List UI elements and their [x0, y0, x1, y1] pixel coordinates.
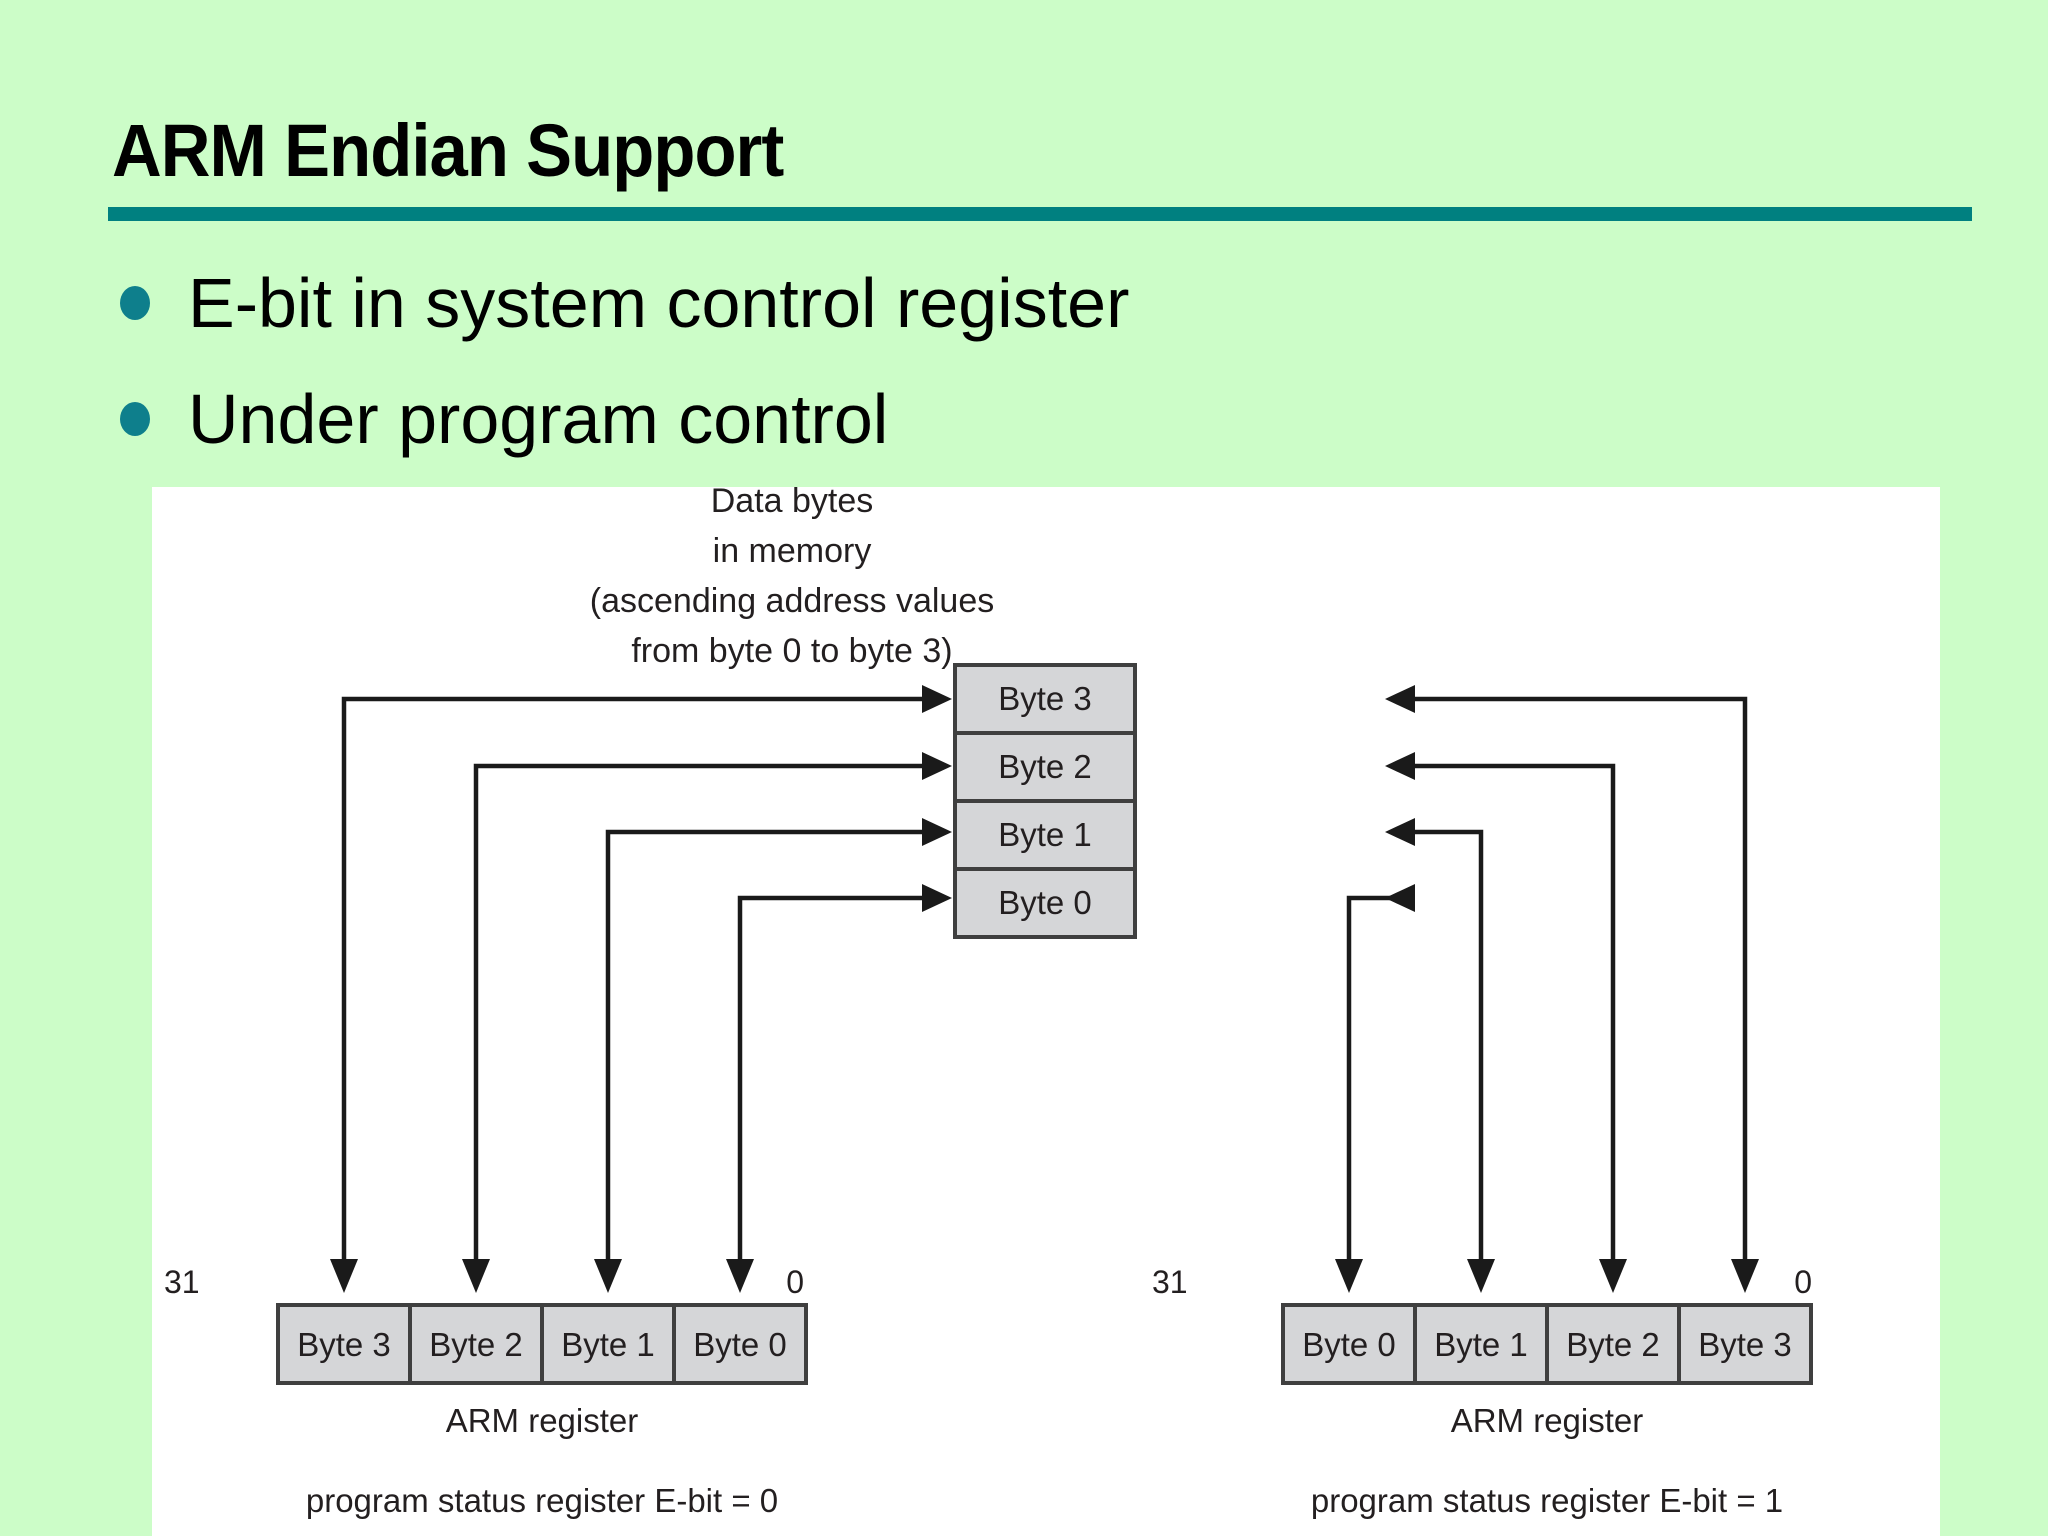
wire-left-byte2 [462, 752, 952, 1293]
left-register-cell-3-label: Byte 0 [693, 1326, 787, 1363]
left-register-caption: ARM register [446, 1402, 639, 1439]
right-register-cell-2-label: Byte 2 [1566, 1326, 1660, 1363]
right-register-cell-3 [1677, 1303, 1813, 1385]
memory-cell-byte3-label: Byte 3 [998, 680, 1092, 717]
wire-left-byte1 [594, 818, 952, 1293]
memory-cell-byte2 [953, 731, 1137, 803]
wire-right-byte3 [1385, 685, 1759, 1293]
bullet-item-1: Under program control [120, 384, 888, 454]
right-register-status-caption: program status register E-bit = 1 [1311, 1482, 1783, 1519]
endianness-figure-panel: Data bytes in memory (ascending address … [152, 487, 1940, 1536]
memory-byte-stack: Byte 3 Byte 2 Byte 1 Byte 0 [953, 663, 1137, 939]
left-register-lsb-label: 0 [786, 1264, 804, 1300]
page-title: ARM Endian Support [112, 109, 784, 192]
right-register-cell-0 [1281, 1303, 1417, 1385]
memory-caption-line-1: in memory [713, 532, 872, 570]
wire-right-byte2 [1385, 752, 1627, 1293]
endianness-diagram: Data bytes in memory (ascending address … [164, 487, 1813, 1519]
memory-cell-byte0 [953, 867, 1137, 939]
memory-cell-byte1 [953, 799, 1137, 871]
wire-left-byte3 [330, 685, 952, 1293]
bullet-label-1: Under program control [188, 380, 889, 458]
left-register-status-caption: program status register E-bit = 0 [306, 1482, 778, 1519]
right-register-caption: ARM register [1451, 1402, 1644, 1439]
memory-caption-line-2: (ascending address values [590, 582, 994, 620]
left-register-msb-label: 31 [164, 1264, 200, 1300]
right-register-cell-1-label: Byte 1 [1434, 1326, 1528, 1363]
left-register-cell-1-label: Byte 2 [429, 1326, 523, 1363]
wire-right-byte0 [1335, 884, 1415, 1293]
bullet-dot-icon [120, 286, 150, 320]
left-register-cell-2-label: Byte 1 [561, 1326, 655, 1363]
right-register-lsb-label: 0 [1794, 1264, 1812, 1300]
left-register-cell-1 [408, 1303, 544, 1385]
bullet-dot-icon [120, 402, 150, 436]
memory-cell-byte2-label: Byte 2 [998, 748, 1092, 785]
wire-right-byte1 [1385, 818, 1495, 1293]
memory-cell-byte0-label: Byte 0 [998, 884, 1092, 921]
left-register-cell-0-label: Byte 3 [297, 1326, 391, 1363]
title-underline-rule [108, 207, 1972, 221]
bullet-item-0: E-bit in system control register [120, 268, 1129, 338]
left-register-cell-3 [672, 1303, 808, 1385]
right-register-cell-2 [1545, 1303, 1681, 1385]
memory-cell-byte1-label: Byte 1 [998, 816, 1092, 853]
left-register-cell-0 [276, 1303, 412, 1385]
memory-caption-line-3: from byte 0 to byte 3) [631, 632, 952, 670]
arm-register-big-endian: Byte 0 Byte 1 Byte 2 Byte 3 [1281, 1303, 1813, 1385]
right-register-cell-1 [1413, 1303, 1549, 1385]
right-register-cell-3-label: Byte 3 [1698, 1326, 1792, 1363]
bullet-label-0: E-bit in system control register [188, 264, 1130, 342]
right-register-msb-label: 31 [1152, 1264, 1188, 1300]
memory-caption-line-0: Data bytes [711, 487, 874, 520]
wire-left-byte0 [726, 884, 952, 1293]
right-register-cell-0-label: Byte 0 [1302, 1326, 1396, 1363]
arm-register-little-endian: Byte 3 Byte 2 Byte 1 Byte 0 [276, 1303, 808, 1385]
